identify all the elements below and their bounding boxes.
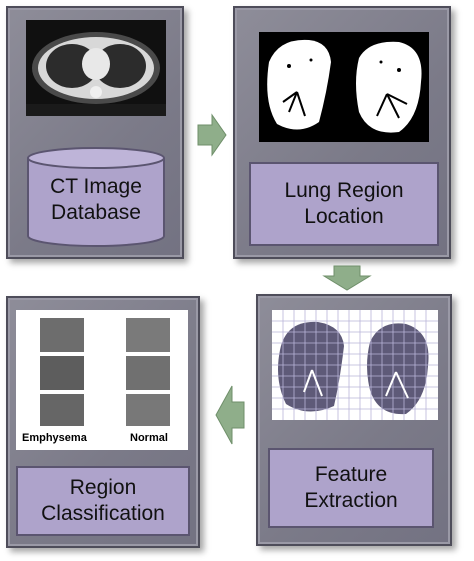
emphysema-label: Emphysema	[22, 432, 87, 444]
lung-region-label-line2: Location	[304, 205, 384, 228]
normal-label: Normal	[130, 432, 168, 444]
emphysema-sample-1	[40, 318, 84, 352]
feature-extraction-label-line2: Extraction	[304, 489, 398, 512]
panel-region-classification: Emphysema Normal Region Classification	[6, 296, 200, 548]
lung-segmentation-image	[259, 32, 429, 142]
emphysema-sample-2	[40, 356, 84, 390]
feature-extraction-label-line1: Feature	[314, 462, 388, 486]
arrow-right-icon	[197, 113, 227, 157]
ct-database-label-line2: Database	[51, 201, 141, 225]
panel-ct-image-database: CT Image Database	[6, 6, 184, 259]
lung-region-label-line1: Lung Region	[284, 178, 404, 202]
lung-region-label-box: Lung Region Location	[249, 162, 439, 246]
panel-lung-region-location: Lung Region Location	[233, 6, 451, 259]
panel-feature-extraction: Feature Extraction	[256, 294, 452, 546]
region-classification-label-box: Region Classification	[16, 466, 190, 536]
region-classification-label-line1: Region	[69, 475, 137, 499]
ct-scan-image	[26, 20, 166, 116]
arrow-down-icon	[322, 265, 372, 291]
feature-grid-image	[272, 310, 438, 420]
normal-sample-1	[126, 318, 170, 352]
database-cylinder-icon	[27, 147, 165, 247]
classification-sample-image: Emphysema Normal	[16, 310, 188, 450]
region-classification-label-line2: Classification	[41, 502, 165, 525]
normal-sample-2	[126, 356, 170, 390]
arrow-left-icon	[215, 385, 245, 445]
ct-database-label-line1: CT Image	[50, 175, 142, 198]
ct-database-label: CT Image Database	[26, 174, 166, 227]
emphysema-sample-3	[40, 394, 84, 426]
feature-extraction-label-box: Feature Extraction	[268, 448, 434, 528]
normal-sample-3	[126, 394, 170, 426]
